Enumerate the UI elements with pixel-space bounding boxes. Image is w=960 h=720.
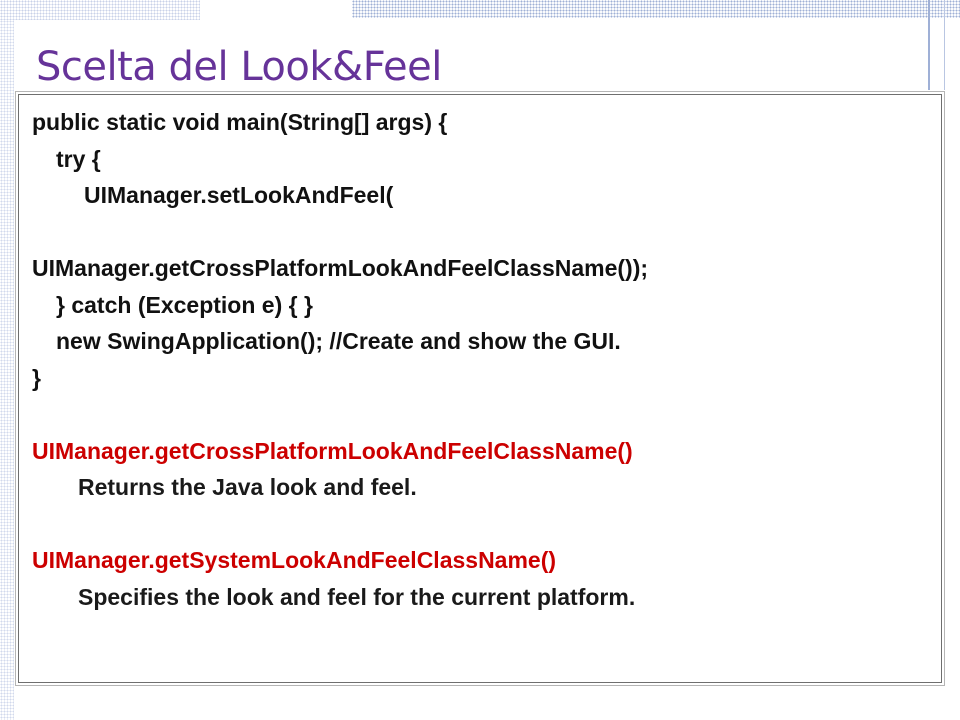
code-listing: public static void main(String[] args) {… (32, 104, 932, 615)
code-line-main-signature: public static void main(String[] args) { (32, 109, 448, 135)
decorative-dot-pattern-top-left (0, 0, 200, 20)
code-line-close-brace: } (32, 364, 41, 391)
code-blank-line (32, 396, 932, 433)
code-line-new-application: new SwingApplication(); //Create and sho… (56, 328, 621, 354)
decorative-vertical-rule-thin (944, 0, 945, 90)
code-blank-line (32, 214, 932, 251)
note-method-system: UIManager.getSystemLookAndFeelClassName(… (32, 547, 557, 573)
decorative-dot-pattern-left (0, 20, 14, 720)
code-blank-line (32, 506, 932, 543)
decorative-vertical-rule (928, 0, 930, 90)
decorative-dot-pattern-top-right (352, 0, 960, 18)
code-line-try: try { (56, 145, 101, 172)
note-description-cross-platform: Returns the Java look and feel. (78, 474, 417, 500)
code-line-cross-platform-arg: UIManager.getCrossPlatformLookAndFeelCla… (32, 255, 649, 281)
code-line-catch: } catch (Exception e) { } (56, 291, 313, 318)
code-frame (15, 91, 945, 686)
note-method-cross-platform: UIManager.getCrossPlatformLookAndFeelCla… (32, 437, 633, 464)
code-line-set-look-and-feel: UIManager.setLookAndFeel( (84, 182, 394, 208)
note-description-system: Specifies the look and feel for the curr… (78, 583, 636, 610)
slide-title: Scelta del Look&Feel (36, 44, 442, 90)
